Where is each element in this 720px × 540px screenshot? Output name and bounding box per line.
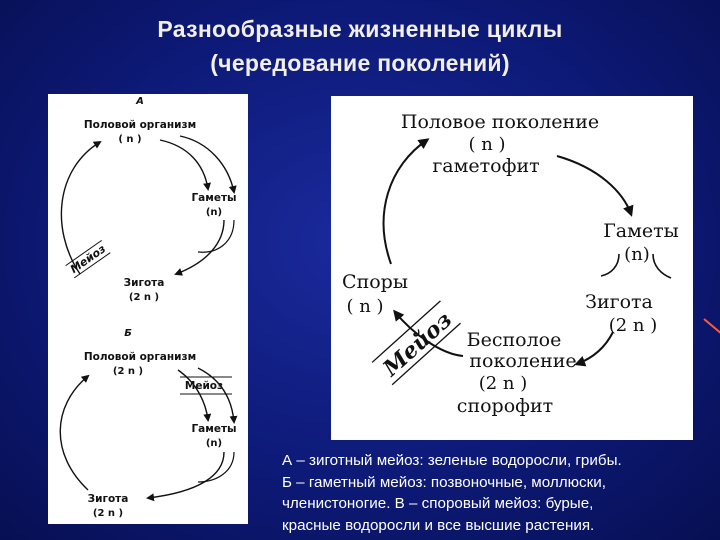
diagram-a-arrow-gametes-merge xyxy=(197,219,235,253)
diagram-c-arrow-sporophyte-to-spores xyxy=(393,309,464,357)
diagram-b-arrow-zygote-to-organism xyxy=(59,374,90,491)
diagram-c-svg: Половое поколение ( n ) гаметофит Гаметы… xyxy=(342,111,679,417)
caption: А – зиготный мейоз: зеленые водоросли, г… xyxy=(282,450,712,536)
diagram-a-arrow-organism-to-gametes xyxy=(159,139,211,191)
diagram-c-arrow-gametes-merge-2 xyxy=(652,253,672,279)
decorative-red-line xyxy=(703,318,720,340)
diagram-c-zygote: Зигота xyxy=(585,291,653,313)
diagram-panel-c: Половое поколение ( n ) гаметофит Гаметы… xyxy=(331,96,693,440)
diagram-c-gametophyte-title: Половое поколение xyxy=(401,111,599,133)
diagram-c-arrow-zygote-to-sporophyte xyxy=(574,331,614,367)
diagram-b-gametes-ploidy: (n) xyxy=(206,438,222,449)
diagram-b-letter: Б xyxy=(124,328,132,339)
diagram-c-sporophyte-ploidy: (2 n ) xyxy=(479,373,528,394)
caption-line-2: Б – гаметный мейоз: позвоночные, моллюск… xyxy=(282,473,606,491)
caption-line-1: А – зиготный мейоз: зеленые водоросли, г… xyxy=(282,452,622,469)
diagram-c-sporophyte-line2: поколение xyxy=(469,350,576,372)
diagrams-a-b-svg: А Половой организм ( n ) Гаметы (n) Зиго… xyxy=(59,96,238,519)
diagram-b-organism-ploidy: (2 n ) xyxy=(113,366,143,377)
caption-line-4: красные водоросли и все высшие растения. xyxy=(282,516,595,534)
diagram-a-meiosis: Мейоз xyxy=(68,242,108,276)
diagram-c-gametophyte-name: гаметофит xyxy=(432,155,539,177)
diagram-c-arrow-gametes-merge-1 xyxy=(600,253,620,277)
diagram-b-arrow-gametes-to-zygote xyxy=(146,451,225,502)
diagram-c-arrow-spores-to-gametophyte xyxy=(382,138,430,265)
title-line-2: (чередование поколений) xyxy=(210,50,510,76)
diagram-a-gametes: Гаметы xyxy=(191,192,236,204)
diagram-c-sporophyte-name: спорофит xyxy=(457,395,553,417)
diagram-b-organism: Половой организм xyxy=(84,351,196,363)
diagram-c-gametes-ploidy: (n) xyxy=(624,244,650,265)
diagram-b-zygote-ploidy: (2 n ) xyxy=(93,508,123,519)
diagram-a-organism-ploidy: ( n ) xyxy=(118,134,141,145)
caption-line-3: членистоногие. В – споровый мейоз: бурые… xyxy=(282,495,594,512)
diagram-a-zygote-ploidy: (2 n ) xyxy=(129,292,159,303)
diagram-c-sporophyte-line1: Бесполое xyxy=(467,329,562,351)
diagram-c-zygote-ploidy: (2 n ) xyxy=(609,315,658,336)
diagram-a-gametes-ploidy: (n) xyxy=(206,207,222,218)
diagram-c-spores: Споры xyxy=(342,271,408,293)
diagram-panel-a-b: А Половой организм ( n ) Гаметы (n) Зиго… xyxy=(48,94,248,524)
diagram-b-arrow-organism-to-gametes xyxy=(177,369,212,422)
diagram-c-meiosis-label: Мейоз xyxy=(371,300,461,386)
diagram-b-gametes: Гаметы xyxy=(191,423,236,435)
diagram-c-meiosis: Мейоз xyxy=(377,307,457,383)
diagram-a-arrow-organism-to-gametes-2 xyxy=(179,135,237,194)
diagram-a-arrow-gametes-to-zygote xyxy=(174,219,225,276)
diagram-a-zygote: Зигота xyxy=(124,277,165,289)
diagram-b-zygote: Зигота xyxy=(88,493,129,505)
diagram-a-arrow-zygote-to-organism xyxy=(60,140,102,275)
diagram-c-gametophyte-ploidy: ( n ) xyxy=(468,134,505,155)
diagram-b-arrow-organism-to-gametes-2 xyxy=(197,367,238,424)
diagram-c-spores-ploidy: ( n ) xyxy=(346,296,383,317)
diagram-c-arrow-gametophyte-to-gametes xyxy=(556,155,634,217)
diagram-a-organism: Половой организм xyxy=(84,119,196,131)
title-line-1: Разнообразные жизненные циклы xyxy=(157,16,563,42)
diagram-a-letter: А xyxy=(135,96,144,107)
diagram-b-meiosis: Мейоз xyxy=(185,380,223,392)
diagram-c-gametes: Гаметы xyxy=(603,220,679,242)
diagram-b-arrow-gametes-merge xyxy=(197,451,235,483)
